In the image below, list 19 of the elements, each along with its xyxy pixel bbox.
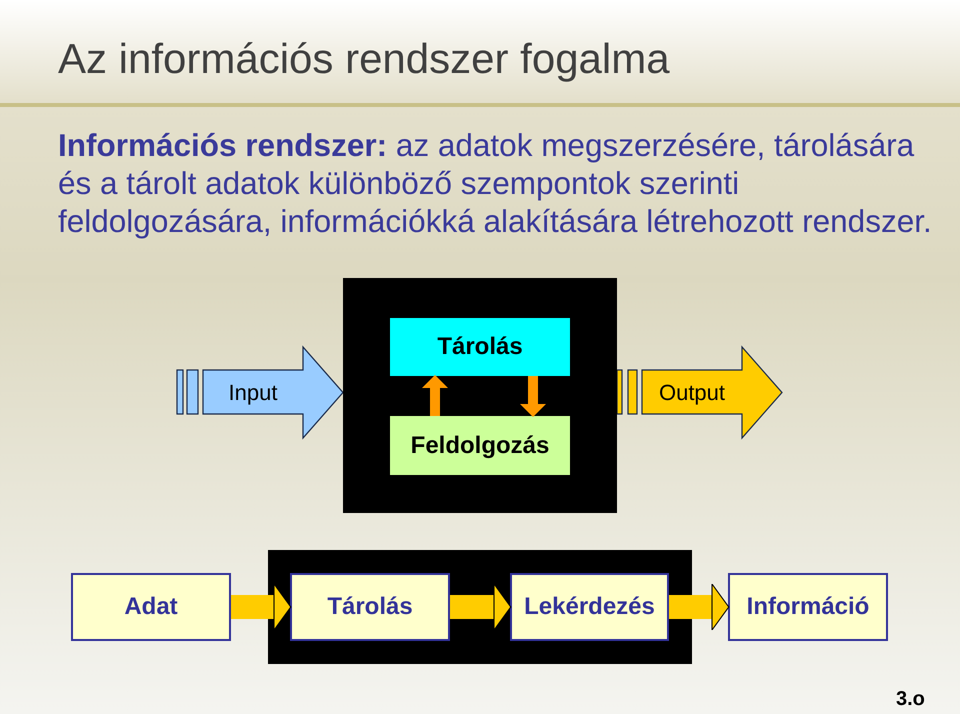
process-box bbox=[290, 573, 450, 641]
process-box bbox=[728, 573, 888, 641]
process-box bbox=[510, 573, 669, 641]
process-box bbox=[71, 573, 231, 641]
processing-box bbox=[390, 416, 570, 475]
page-number: 3.o bbox=[896, 688, 925, 711]
box-label: Feldolgozás bbox=[410, 432, 550, 460]
box-label: Tárolás bbox=[326, 593, 414, 621]
system-panel bbox=[343, 278, 617, 513]
process-panel bbox=[268, 550, 692, 664]
arrow-label: Input bbox=[228, 380, 278, 406]
box-label: Adat bbox=[123, 593, 179, 621]
slide-title: Az információs rendszer fogalma bbox=[58, 35, 670, 83]
box-label: Lekérdezés bbox=[523, 593, 656, 621]
storage-box bbox=[390, 318, 570, 376]
box-label: Információ bbox=[746, 593, 870, 621]
arrow-label: Output bbox=[658, 380, 726, 406]
box-label: Tárolás bbox=[436, 333, 524, 361]
definition-text: Információs rendszer: az adatok megszerzésére, tárolására és a tárolt adatok különböző szempontok szerinti feldolgozására, információkká alakítására létrehozott rendszer. bbox=[58, 126, 933, 240]
